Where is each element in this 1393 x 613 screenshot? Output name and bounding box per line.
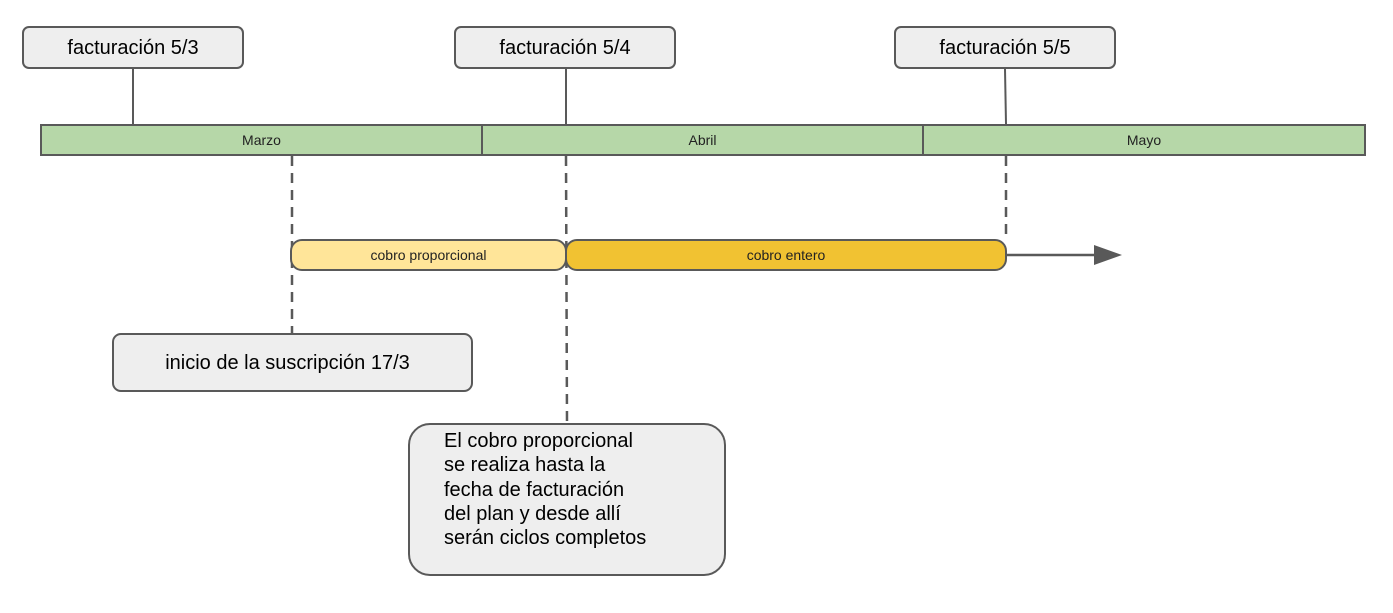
month-may: Mayo xyxy=(922,124,1366,156)
full-charge-bar: cobro entero xyxy=(565,239,1007,271)
note-line-1: El cobro proporcional xyxy=(444,430,633,452)
month-april: Abril xyxy=(481,124,924,156)
note-line-2: se realiza hasta la xyxy=(444,454,606,477)
month-march: Marzo xyxy=(40,124,483,156)
billing-date-guide xyxy=(564,155,569,424)
note-line-4: del plan y desde allí xyxy=(444,502,621,525)
continuation-arrow-icon xyxy=(1094,245,1122,265)
billing-label-april: facturación 5/4 xyxy=(454,26,676,69)
note-line-3: fecha de facturación xyxy=(444,478,625,501)
billing-connector-3 xyxy=(1004,68,1007,125)
subscription-start-label: inicio de la suscripción 17/3 xyxy=(112,333,473,392)
partial-charge-bar: cobro proporcional xyxy=(290,239,567,271)
note-line-5: serán ciclos completos xyxy=(444,527,647,550)
prorate-explanation-note: El cobro proporcional se realiza hasta l… xyxy=(408,423,726,576)
billing-label-may: facturación 5/5 xyxy=(894,26,1116,69)
billing-label-march: facturación 5/3 xyxy=(22,26,244,69)
